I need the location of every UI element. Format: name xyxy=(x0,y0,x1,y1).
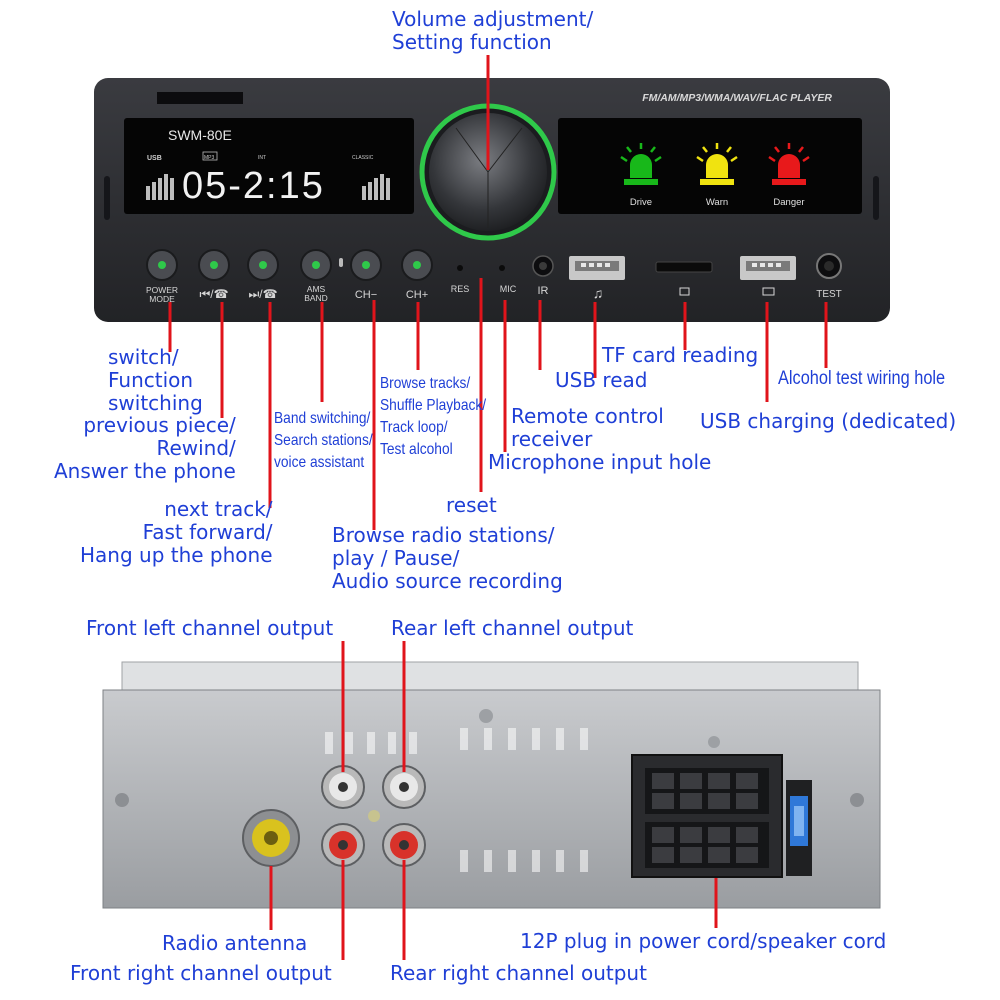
display-classic-tag: CLASSIC xyxy=(352,155,374,161)
callout-browse-tracks: Browse tracks/ Shuffle Playback/ Track l… xyxy=(380,375,487,458)
callout-next: next track/ Fast forward/ Hang up the ph… xyxy=(80,497,273,567)
res-caption: RES xyxy=(451,284,470,294)
callout-remote: Remote control receiver xyxy=(511,404,664,451)
indicator-label: Drive xyxy=(630,197,652,208)
callout-radio-antenna: Radio antenna xyxy=(162,931,308,955)
next-caption: ⏭/☎ xyxy=(248,287,277,301)
pointer-lines xyxy=(168,55,828,960)
callout-volume: Volume adjustment/ Setting function xyxy=(392,7,594,54)
mic-icon xyxy=(339,258,343,267)
battery-icon xyxy=(762,287,775,296)
front-buttons xyxy=(146,249,842,281)
ch-minus-caption: CH− xyxy=(355,289,377,301)
music-note-icon: ♫ xyxy=(593,285,604,301)
previous-caption: ⏮/☎ xyxy=(199,287,228,301)
folder-icon xyxy=(679,287,690,296)
callout-rear-right: Rear right channel output xyxy=(390,961,647,985)
ch-plus-caption: CH+ xyxy=(406,289,428,301)
left-level-meter xyxy=(146,174,174,200)
callout-switch: switch/ Function switching xyxy=(108,345,203,415)
indicator-label: Warn xyxy=(706,197,728,208)
indicator-drive: Drive xyxy=(620,143,662,208)
beacon-icon xyxy=(778,154,800,178)
callout-front-left: Front left channel output xyxy=(86,616,334,640)
mic-caption: MIC xyxy=(500,284,517,294)
power-speaker-connector xyxy=(631,754,812,878)
card-slot xyxy=(157,92,243,104)
formats-label: FM/AM/MP3/WMA/WAV/FLAC PLAYER xyxy=(642,92,832,104)
callout-usb-charging: USB charging (dedicated) xyxy=(700,409,957,433)
display-int-tag: INT xyxy=(258,155,266,161)
display-usb-tag: USB xyxy=(147,155,162,162)
mic-hole xyxy=(499,265,505,271)
rca-rear-left xyxy=(382,765,426,809)
beacon-icon xyxy=(630,154,652,178)
callout-browse-radio: Browse radio stations/ play / Pause/ Aud… xyxy=(332,523,563,593)
display-time: 05-2:15 xyxy=(182,165,325,207)
callout-previous: previous piece/ Rewind/ Answer the phone xyxy=(54,413,236,483)
callout-band: Band switching/ Search stations/ voice a… xyxy=(274,410,373,471)
callout-tf-card: TF card reading xyxy=(602,343,759,367)
rca-rear-right xyxy=(382,823,426,867)
model-name: SWM-80E xyxy=(168,127,232,143)
reset-hole[interactable] xyxy=(457,265,463,271)
display-window xyxy=(124,118,414,214)
test-caption: TEST xyxy=(816,289,842,300)
beacon-icon xyxy=(706,154,728,178)
callout-12p-plug: 12P plug in power cord/speaker cord xyxy=(520,929,887,953)
callout-alcohol: Alcohol test wiring hole xyxy=(778,368,946,389)
tf-card-slot[interactable] xyxy=(655,261,713,273)
indicator-label: Danger xyxy=(773,197,804,208)
indicator-warn: Warn xyxy=(696,143,738,208)
ir-caption: IR xyxy=(538,285,549,297)
callout-front-right: Front right channel output xyxy=(70,961,332,985)
callout-usb-read: USB read xyxy=(555,368,648,392)
callout-reset: reset xyxy=(446,493,497,517)
display-mp3-tag: MP3 xyxy=(204,155,215,161)
rca-front-left xyxy=(321,765,365,809)
rca-front-right xyxy=(321,823,365,867)
right-level-meter xyxy=(362,174,390,200)
callout-rear-left: Rear left channel output xyxy=(391,616,634,640)
callout-microphone: Microphone input hole xyxy=(488,450,712,474)
indicator-danger: Danger xyxy=(768,143,810,208)
